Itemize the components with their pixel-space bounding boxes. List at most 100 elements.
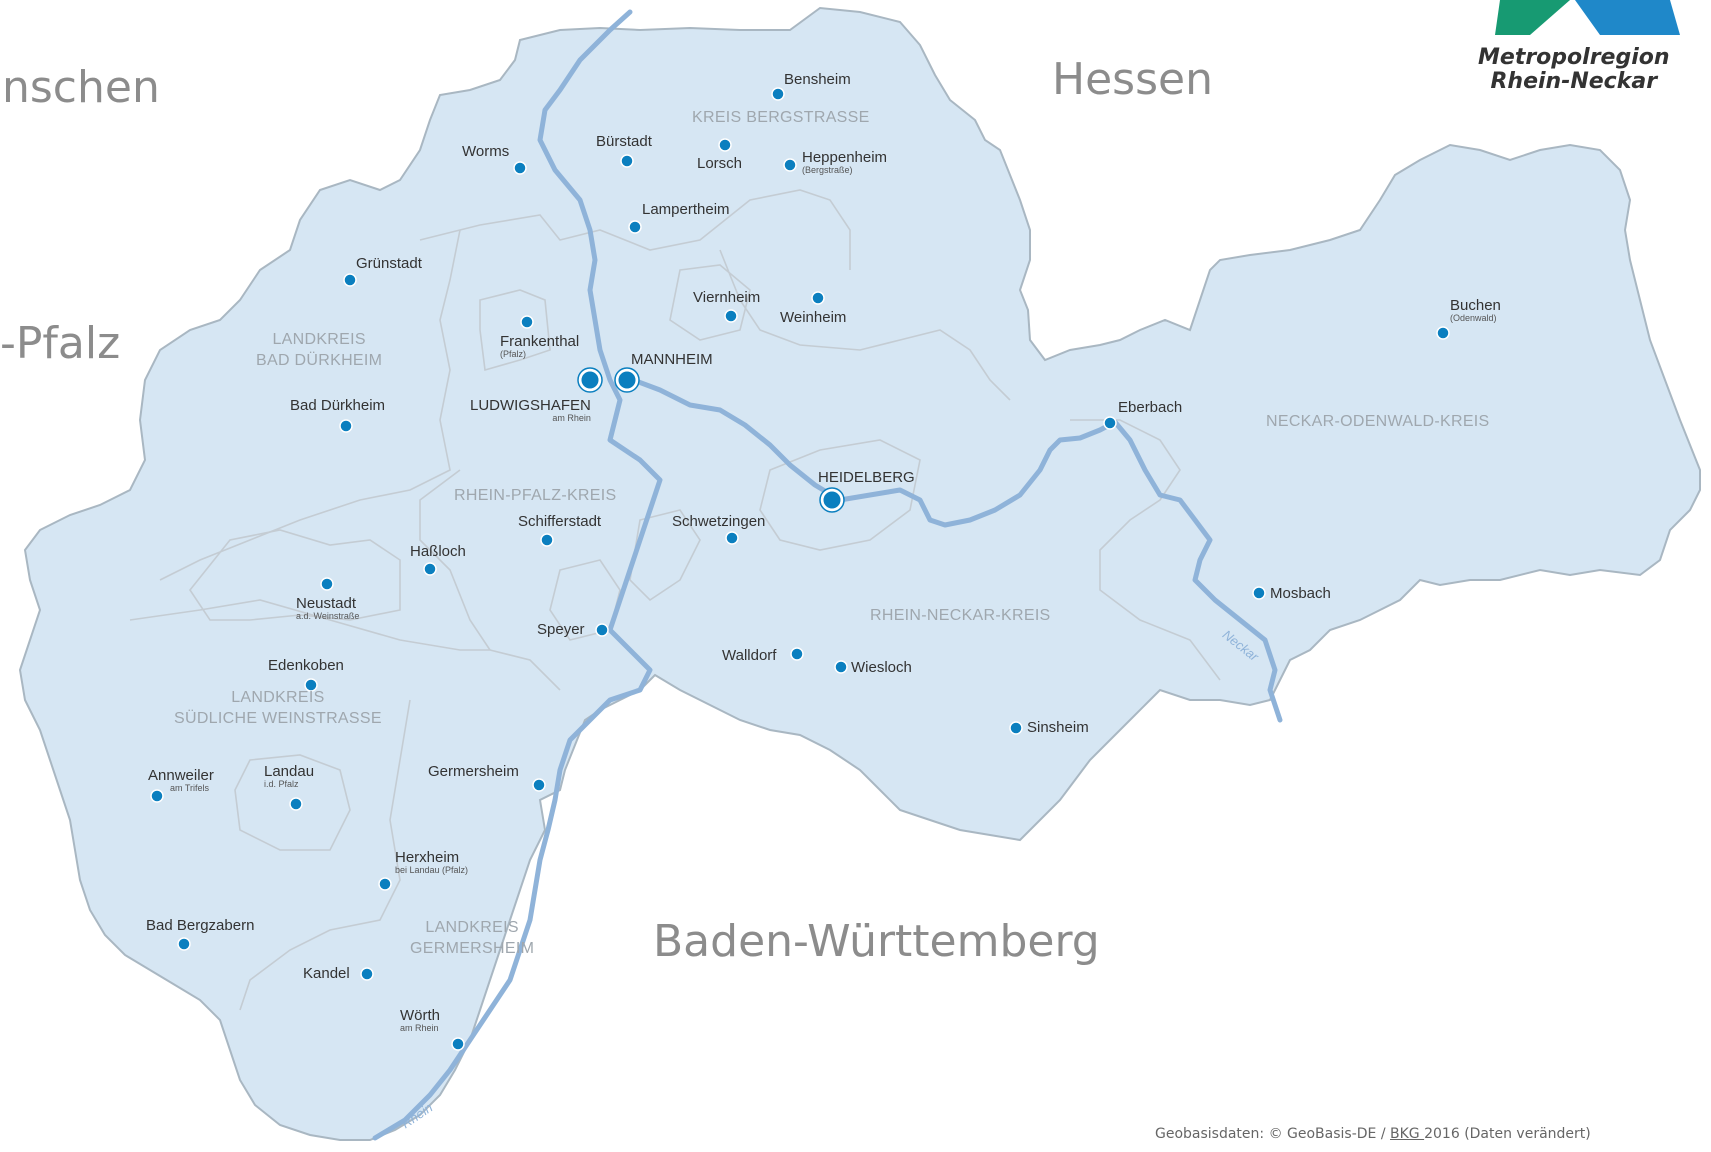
city-hassloch: Haßloch [410, 543, 466, 560]
state-label-hessen: Hessen [1052, 54, 1213, 105]
city-edenkoben: Edenkoben [268, 657, 344, 674]
marker-ring-ludwigshafen [577, 367, 603, 393]
marker-viernheim [724, 309, 738, 323]
city-neustadt: Neustadt a.d. Weinstraße [296, 596, 359, 621]
city-woerth-sub: am Rhein [400, 1022, 439, 1033]
city-mannheim: MANNHEIM [631, 351, 713, 368]
city-sinsheim: Sinsheim [1027, 719, 1089, 736]
logo-green-shape [1495, 0, 1570, 35]
marker-ludwigshafen [578, 368, 602, 392]
marker-wiesloch [834, 660, 848, 674]
border-rhein-pfalz-south [629, 509, 701, 602]
city-heidelberg: HEIDELBERG [818, 469, 915, 486]
marker-lampertheim [628, 220, 642, 234]
city-schwetzingen: Schwetzingen [672, 513, 766, 530]
marker-germersheim [532, 778, 546, 792]
city-wiesloch: Wiesloch [851, 659, 912, 676]
attribution: Geobasisdaten: © GeoBasis-DE / BKG 2016 … [1155, 1126, 1591, 1142]
district-rhein-neckar: RHEIN-NECKAR-KREIS [870, 607, 1051, 624]
border-rhein-neckar-odenwald [1070, 419, 1221, 681]
city-landau-name: Landau [264, 763, 315, 780]
marker-edenkoben [304, 678, 318, 692]
logo-blue-shape [1575, 0, 1680, 35]
border-hessen-bw [719, 249, 1011, 401]
marker-gruenstadt [343, 273, 357, 287]
border-frankenthal [479, 289, 551, 372]
marker-lorsch [718, 138, 732, 152]
city-frankenthal-name: Frankenthal [500, 333, 580, 350]
city-worms: Worms [462, 143, 510, 160]
city-woerth: Wörth am Rhein [400, 1008, 440, 1033]
city-schifferstadt: Schifferstadt [518, 513, 602, 530]
marker-heidelberg [820, 488, 844, 512]
city-mosbach: Mosbach [1270, 585, 1331, 602]
district-bad-duerkheim: LANDKREIS BAD DÜRKHEIM [256, 330, 382, 372]
city-annweiler-sub: am Trifels [170, 782, 210, 793]
marker-weinheim [811, 291, 825, 305]
city-ludwigshafen: LUDWIGSHAFEN am Rhein [470, 398, 591, 423]
marker-frankenthal [520, 315, 534, 329]
district-bad-duerkheim-line1: LANDKREIS [272, 331, 366, 348]
marker-eberbach [1103, 416, 1117, 430]
city-ludwigshafen-sub: am Rhein [552, 412, 591, 423]
logo-wordmark: Metropolregion Rhein-Neckar [1478, 45, 1670, 95]
city-weinheim: Weinheim [780, 309, 847, 326]
city-eberbach: Eberbach [1118, 399, 1183, 416]
marker-annweiler [150, 789, 164, 803]
rhein-river [372, 9, 663, 1141]
city-bad-bergzabern: Bad Bergzabern [146, 917, 255, 934]
border-germersheim-west [239, 699, 411, 1011]
city-lampertheim: Lampertheim [642, 201, 730, 218]
city-speyer: Speyer [537, 621, 585, 638]
district-rhein-pfalz: RHEIN-PFALZ-KREIS [454, 487, 617, 504]
city-buchen: Buchen (Odenwald) [1450, 298, 1501, 323]
marker-herxheim [378, 877, 392, 891]
attribution-prefix: Geobasisdaten: © GeoBasis-DE / [1155, 1126, 1391, 1142]
marker-hassloch [423, 562, 437, 576]
city-annweiler: Annweiler am Trifels [148, 768, 214, 793]
district-suedliche-weinstrasse-line1: LANDKREIS [231, 689, 325, 706]
city-lorsch: Lorsch [697, 155, 743, 172]
district-suedliche-weinstrasse: LANDKREIS SÜDLICHE WEINSTRASSE [174, 688, 382, 730]
district-suedliche-weinstrasse-line2: SÜDLICHE WEINSTRASSE [174, 709, 382, 727]
city-kandel: Kandel [303, 965, 350, 982]
marker-neustadt [320, 577, 334, 591]
neckar-river [625, 375, 1283, 723]
logo-line-1: Metropolregion [1478, 45, 1670, 70]
marker-worms [513, 161, 527, 175]
logo-line-2: Rhein-Neckar [1490, 69, 1658, 95]
marker-walldorf [790, 647, 804, 661]
border-rhein-pfalz-west [419, 469, 491, 651]
district-germersheim: LANDKREIS GERMERSHEIM [410, 918, 534, 960]
district-bergstrasse: KREIS BERGSTRASSE [692, 109, 870, 126]
border-landau [234, 754, 351, 851]
marker-ring-heidelberg [819, 487, 845, 513]
state-label-bw: Baden-Württemberg [653, 916, 1100, 967]
state-label-niedersachsen: nschen [2, 62, 160, 113]
marker-bad-duerkheim [339, 419, 353, 433]
city-annweiler-name: Annweiler [148, 767, 214, 784]
marker-schifferstadt [540, 533, 554, 547]
city-viernheim: Viernheim [693, 289, 761, 306]
marker-sinsheim [1009, 721, 1023, 735]
marker-schwetzingen [725, 531, 739, 545]
city-bad-duerkheim: Bad Dürkheim [290, 397, 386, 414]
city-markers [150, 87, 1450, 1051]
district-neckar-odenwald: NECKAR-ODENWALD-KREIS [1266, 413, 1490, 430]
city-gruenstadt: Grünstadt [356, 255, 422, 272]
city-frankenthal-sub: (Pfalz) [500, 348, 527, 359]
marker-heppenheim [783, 158, 797, 172]
city-heppenheim-sub: (Bergstraße) [802, 164, 853, 175]
city-heppenheim: Heppenheim (Bergstraße) [802, 150, 887, 175]
border-suedliche-weinstrasse [129, 599, 561, 691]
district-germersheim-line2: GERMERSHEIM [410, 939, 535, 957]
city-neustadt-name: Neustadt [296, 595, 357, 612]
marker-bad-bergzabern [177, 937, 191, 951]
marker-bensheim [771, 87, 785, 101]
city-herxheim-sub: bei Landau (Pfalz) [395, 864, 469, 875]
attribution-link[interactable]: BKG [1390, 1126, 1425, 1142]
city-landau-sub: i.d. Pfalz [264, 778, 299, 789]
district-germersheim-line1: LANDKREIS [425, 919, 519, 936]
city-landau: Landau i.d. Pfalz [264, 764, 314, 789]
